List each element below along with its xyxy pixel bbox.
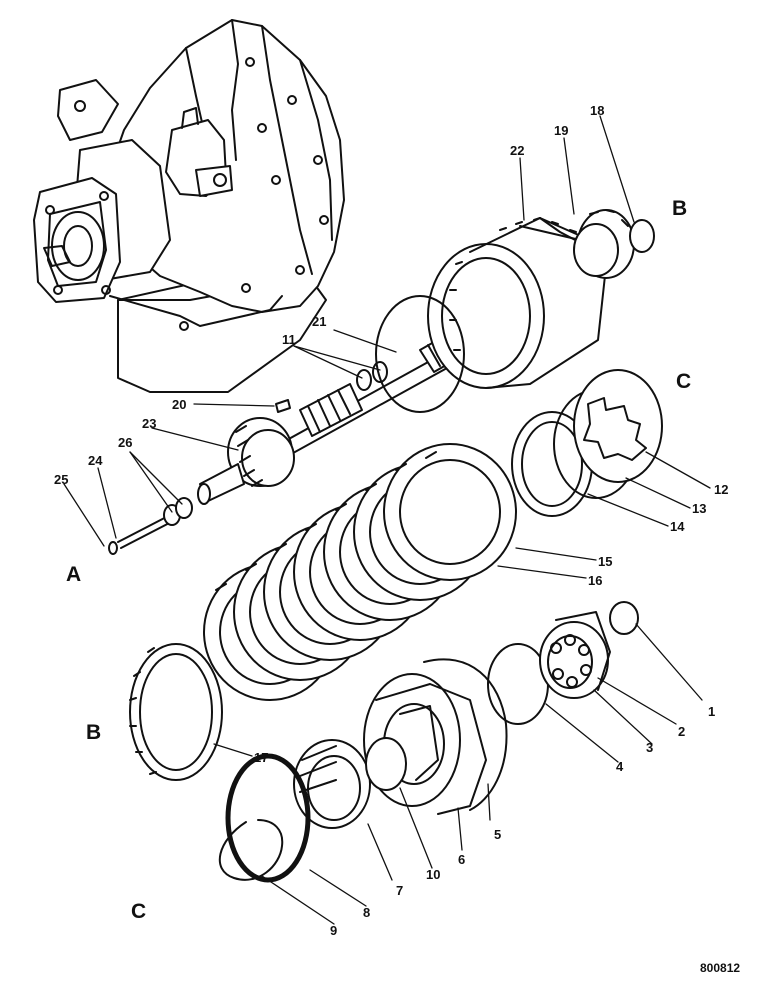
callout-6: 6	[458, 852, 466, 867]
piston-7	[293, 739, 371, 829]
shaft-assembly	[197, 325, 477, 505]
circlip-21	[375, 295, 465, 413]
callout-26: 26	[118, 435, 133, 450]
shim-4	[487, 643, 549, 725]
callout-4: 4	[616, 759, 624, 774]
callout-9: 9	[330, 923, 338, 938]
callout-18: 18	[590, 103, 605, 118]
ring-17	[129, 643, 223, 781]
bearing-3	[539, 611, 611, 699]
callout-23: 23	[142, 416, 157, 431]
callout-19: 19	[554, 123, 569, 138]
callout-5: 5	[494, 827, 502, 842]
circlip-18	[629, 219, 655, 253]
callout-3: 3	[646, 740, 654, 755]
circlip-1	[609, 601, 639, 635]
callout-14: 14	[670, 519, 685, 534]
callout-22: 22	[510, 143, 525, 158]
bolt-and-washers	[108, 497, 193, 555]
leader-lines	[63, 115, 711, 925]
section-letter-c-bottom: C	[131, 900, 147, 923]
section-letter-b-top: B	[672, 197, 688, 220]
callout-25: 25	[54, 472, 69, 487]
callout-16: 16	[588, 573, 603, 588]
callout-13: 13	[692, 501, 707, 516]
callout-1: 1	[708, 704, 716, 719]
drawing-code: 800812	[700, 961, 741, 975]
callout-11: 11	[282, 332, 296, 347]
callout-2: 2	[678, 724, 686, 739]
callout-20: 20	[172, 397, 187, 412]
ring-10	[365, 737, 407, 791]
clutch-drum-22	[427, 217, 609, 389]
gear-19	[573, 209, 635, 279]
callout-15: 15	[598, 554, 613, 569]
callout-17: 17	[254, 750, 269, 765]
gearbox-housing	[33, 19, 345, 393]
plates-12-13-14	[511, 369, 663, 517]
section-letter-c-right: C	[676, 370, 692, 393]
section-letter-a: A	[66, 563, 82, 586]
section-letter-b-left: B	[86, 721, 102, 744]
key-part-20	[275, 399, 291, 413]
callout-7: 7	[396, 883, 404, 898]
clutch-pack	[203, 443, 517, 701]
callout-21: 21	[312, 314, 327, 329]
seal-ring-8	[225, 753, 311, 883]
callout-8: 8	[363, 905, 371, 920]
callout-12: 12	[714, 482, 729, 497]
callout-24: 24	[88, 453, 103, 468]
snap-ring-9	[218, 819, 284, 881]
callout-10: 10	[426, 867, 441, 882]
